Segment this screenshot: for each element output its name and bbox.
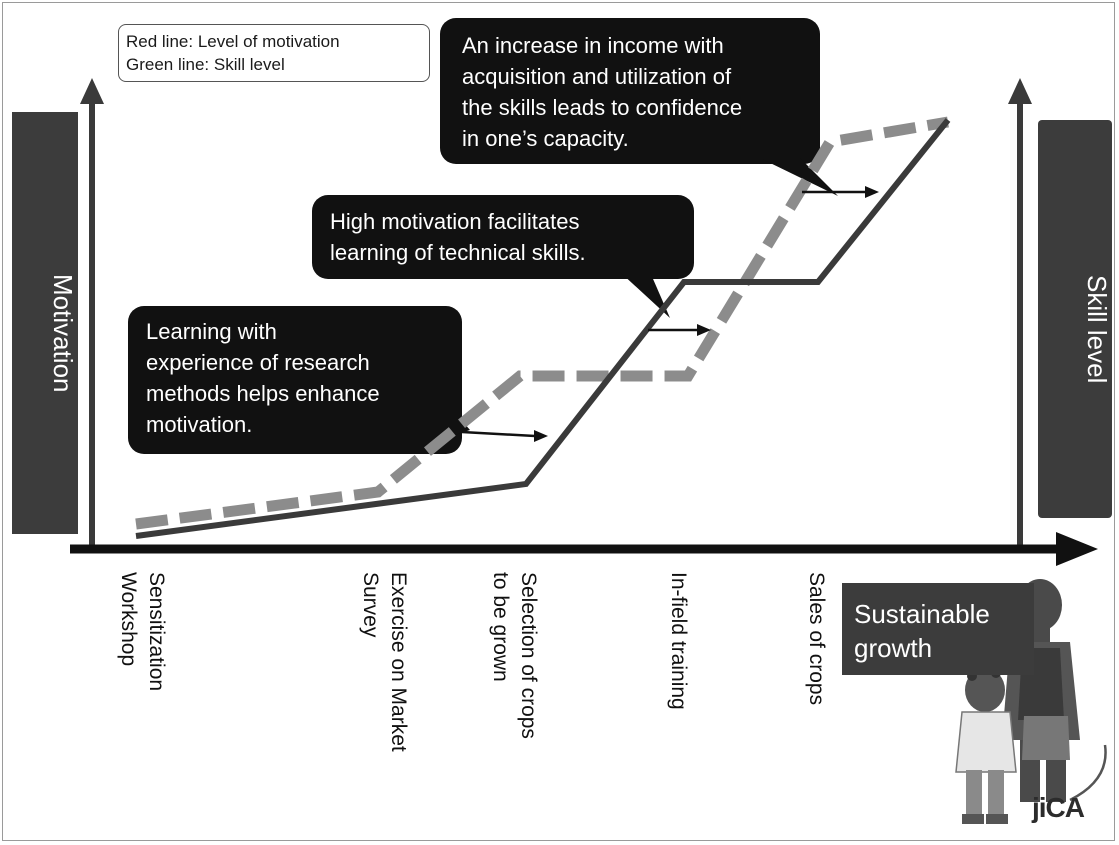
stage-sales-of-crops: Sales of crops — [805, 572, 828, 706]
stage-selection-of-crops: Selection of crops to be grown — [489, 572, 540, 739]
people-illustration — [955, 579, 1080, 824]
skill-level-axis-label: Skill level — [1038, 120, 1112, 518]
motivation-axis-label: Motivation — [12, 112, 78, 534]
jica-logo: jiCA — [1032, 792, 1085, 823]
pointer-arrow-2 — [648, 324, 711, 336]
callout-high-motivation-text: High motivation facilitates learning of … — [330, 209, 586, 265]
stage-in-field-training: In-field training — [667, 572, 690, 710]
pointer-arrow-3 — [802, 186, 879, 198]
horizontal-axis — [70, 532, 1098, 566]
right-vertical-axis — [1008, 78, 1032, 548]
legend-motivation: Red line: Level of motivation — [126, 32, 340, 51]
skill-line — [135, 118, 951, 539]
legend-skill: Green line: Skill level — [126, 55, 285, 74]
pointer-arrow-1 — [461, 430, 548, 442]
sustainable-growth-label: Sustainable growth — [842, 583, 1034, 675]
stage-sensitization-workshop: Sensitization Workshop — [117, 572, 168, 692]
callout-bubble-income — [440, 18, 838, 196]
callout-bubble-high-motivation — [312, 195, 694, 318]
motivation-line — [135, 116, 949, 530]
callout-income-text: An increase in income with acquisition a… — [462, 33, 743, 151]
jica-swoosh — [1069, 744, 1107, 802]
callout-learning-text: Learning with experience of research met… — [146, 319, 380, 437]
left-vertical-axis — [80, 78, 104, 548]
stage-market-survey: Exercise on Market Survey — [359, 572, 410, 752]
legend-box: Red line: Level of motivation Green line… — [118, 24, 430, 82]
